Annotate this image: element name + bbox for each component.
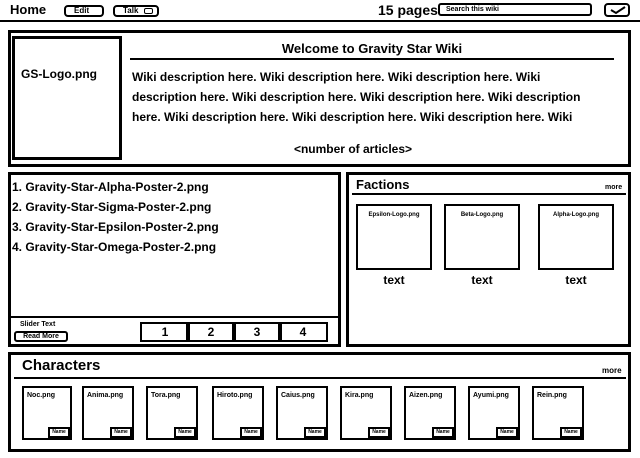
characters-more-link[interactable]: more [602, 366, 622, 375]
faction-text: text [565, 273, 587, 287]
slider-divider [8, 316, 341, 318]
welcome-title: Welcome to Gravity Star Wiki [281, 41, 463, 56]
header-divider [0, 20, 640, 22]
character-name: Name [110, 427, 132, 438]
character-name: Name [240, 427, 262, 438]
edit-button[interactable]: Edit [64, 5, 104, 17]
character-image-filename: Noc.png [27, 392, 55, 399]
page-count: 15 pages [378, 2, 438, 18]
search-input[interactable]: Search this wiki [438, 3, 592, 16]
poster-list: 1. Gravity-Star-Alpha-Poster-2.png 2. Gr… [12, 177, 219, 257]
description-line: Wiki description here. Wiki description … [132, 70, 541, 84]
factions-panel [346, 172, 631, 347]
poster-item[interactable]: 4. Gravity-Star-Omega-Poster-2.png [12, 240, 217, 254]
read-more-button[interactable]: Read More [14, 331, 68, 342]
character-name: Name [174, 427, 196, 438]
characters-title: Characters [22, 357, 101, 374]
faction-card-alpha[interactable]: Alpha-Logo.png [538, 204, 614, 270]
slider-page-1-button[interactable]: 1 [140, 322, 190, 342]
character-image-filename: Aizen.png [409, 392, 443, 399]
slider-page-4-button[interactable]: 4 [278, 322, 328, 342]
character-name: Name [368, 427, 390, 438]
slider-text: Slider Text [20, 321, 56, 328]
factions-more-link[interactable]: more [605, 184, 623, 191]
character-name: Name [48, 427, 70, 438]
wiki-logo-filename: GS-Logo.png [21, 67, 97, 81]
poster-item[interactable]: 3. Gravity-Star-Epsilon-Poster-2.png [12, 220, 219, 234]
faction-text: text [383, 273, 405, 287]
character-card-aizen[interactable]: Aizen.png Name [404, 386, 456, 440]
faction-card-beta[interactable]: Beta-Logo.png [444, 204, 520, 270]
factions-title: Factions [356, 177, 410, 192]
faction-card-epsilon[interactable]: Epsilon-Logo.png [356, 204, 432, 270]
slider-page-2-button[interactable]: 2 [186, 322, 236, 342]
description-line: description here. Wiki description here.… [132, 90, 581, 104]
character-image-filename: Caius.png [281, 392, 315, 399]
character-image-filename: Hiroto.png [217, 392, 253, 399]
character-name: Name [560, 427, 582, 438]
wiki-description: Wiki description here. Wiki description … [132, 67, 622, 127]
character-image-filename: Ayumi.png [473, 392, 509, 399]
factions-title-underline [352, 193, 626, 195]
home-link[interactable]: Home [10, 2, 47, 17]
character-card-caius[interactable]: Caius.png Name [276, 386, 328, 440]
character-name: Name [304, 427, 326, 438]
welcome-title-underline [130, 58, 614, 60]
faction-logo-filename: Alpha-Logo.png [553, 212, 599, 218]
character-card-kira[interactable]: Kira.png Name [340, 386, 392, 440]
character-image-filename: Kira.png [345, 392, 374, 399]
character-image-filename: Tora.png [151, 392, 181, 399]
speech-bubble-icon [144, 8, 153, 14]
character-name: Name [496, 427, 518, 438]
character-card-anima[interactable]: Anima.png Name [82, 386, 134, 440]
character-image-filename: Anima.png [87, 392, 124, 399]
character-name: Name [432, 427, 454, 438]
faction-text: text [471, 273, 493, 287]
wiki-logo: GS-Logo.png [12, 36, 122, 160]
faction-logo-filename: Beta-Logo.png [460, 212, 504, 218]
article-count: <number of articles> [293, 142, 413, 156]
search-submit-button[interactable] [604, 3, 630, 17]
talk-label: Talk [123, 6, 139, 15]
talk-button[interactable]: Talk [113, 5, 159, 17]
character-card-rein[interactable]: Rein.png Name [532, 386, 584, 440]
checkmark-icon [610, 6, 626, 15]
character-card-ayumi[interactable]: Ayumi.png Name [468, 386, 520, 440]
description-line: here. Wiki description here. Wiki descri… [132, 110, 573, 124]
faction-logo-filename: Epsilon-Logo.png [368, 212, 420, 218]
slider-page-3-button[interactable]: 3 [232, 322, 282, 342]
characters-title-underline [14, 377, 626, 379]
poster-item[interactable]: 2. Gravity-Star-Sigma-Poster-2.png [12, 200, 212, 214]
poster-item[interactable]: 1. Gravity-Star-Alpha-Poster-2.png [12, 180, 209, 194]
character-card-hiroto[interactable]: Hiroto.png Name [212, 386, 264, 440]
character-card-tora[interactable]: Tora.png Name [146, 386, 198, 440]
character-card-noc[interactable]: Noc.png Name [22, 386, 72, 440]
character-image-filename: Rein.png [537, 392, 567, 399]
